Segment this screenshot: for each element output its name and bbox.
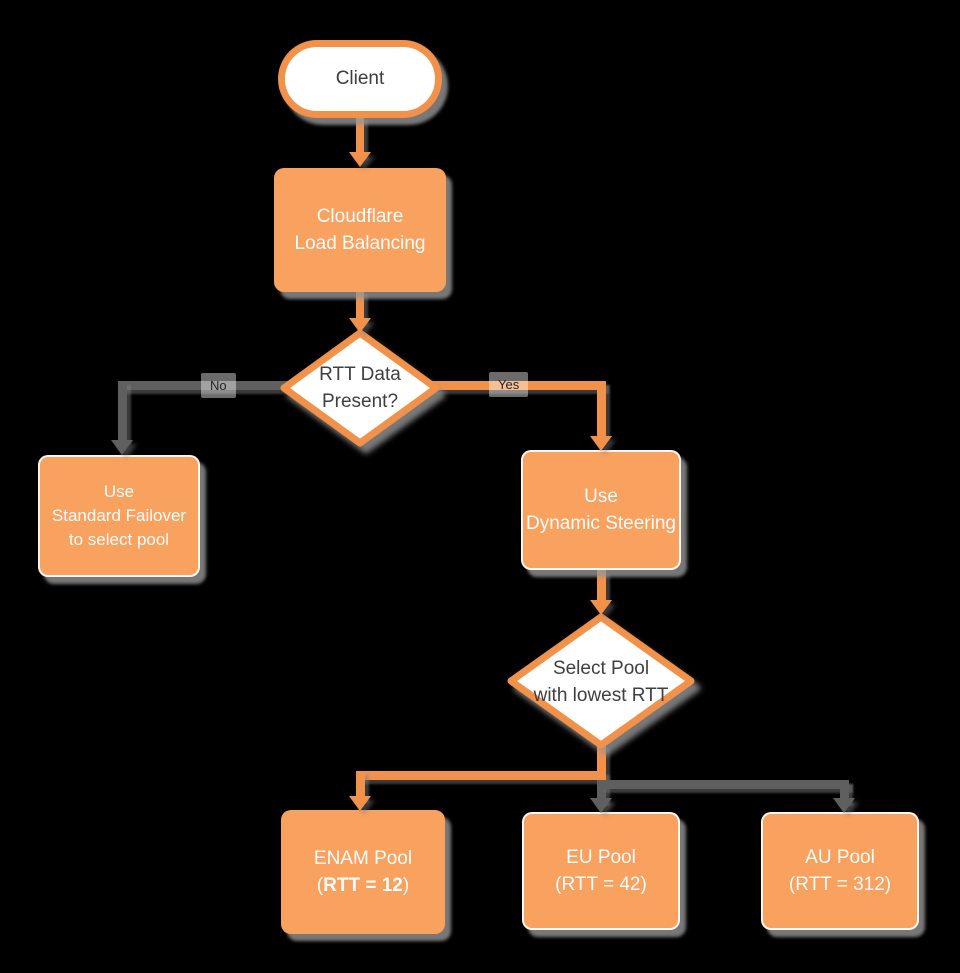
enam-rtt-close: ) — [402, 875, 410, 896]
node-client: Client — [278, 40, 442, 118]
edge-label-no: No — [201, 373, 236, 398]
arrowhead-dynamic-to-selectpool — [590, 600, 612, 615]
arrowhead-to-au — [833, 798, 855, 813]
arrowhead-yes-to-dynamic — [590, 436, 612, 451]
rtt-decision-line2: Present? — [321, 391, 399, 412]
au-pool-rtt: (RTT = 312) — [789, 871, 891, 898]
node-rtt-decision-shape — [280, 329, 440, 447]
node-cloudflare-line2: Load Balancing — [294, 233, 426, 254]
au-rtt-value: RTT = 312 — [795, 874, 885, 895]
select-pool-line2: with lowest RTT — [533, 685, 669, 706]
node-client-label: Client — [335, 68, 385, 89]
edge-to-au-vertical — [840, 780, 849, 802]
edge-to-eu-vertical — [597, 780, 606, 802]
au-rtt-close: ) — [884, 874, 892, 895]
edge-to-enam-vertical — [356, 771, 365, 799]
arrowhead-client-to-cloudflare — [349, 152, 371, 167]
arrowhead-no-to-failover — [111, 440, 133, 455]
edge-yes-vertical — [597, 381, 606, 437]
enam-pool-name: ENAM Pool — [313, 848, 413, 869]
dynamic-steering-line2: Dynamic Steering — [526, 513, 676, 534]
eu-rtt-close: ) — [640, 874, 647, 895]
node-cloudflare-load-balancing: Cloudflare Load Balancing — [274, 168, 446, 292]
eu-pool-rtt: (RTT = 42) — [555, 871, 647, 898]
edge-to-au-horizontal — [601, 780, 849, 789]
edge-no-horizontal — [122, 381, 294, 390]
node-enam-pool: ENAM Pool (RTT = 12) — [281, 810, 445, 934]
standard-failover-line2: Standard Failover — [51, 506, 187, 525]
edge-to-enam-horizontal — [356, 771, 606, 780]
eu-rtt-open: ( — [555, 874, 562, 895]
edge-label-yes: Yes — [489, 372, 529, 397]
edge-dynamic-to-selectpool — [597, 570, 606, 602]
au-rtt-open: ( — [788, 874, 796, 895]
arrowhead-to-eu — [590, 798, 612, 813]
standard-failover-line3: to select pool — [68, 530, 170, 549]
edge-cloudflare-to-decision — [356, 290, 364, 322]
enam-rtt-open: ( — [316, 875, 324, 896]
node-au-pool: AU Pool (RTT = 312) — [761, 812, 919, 930]
edge-selectpool-down — [597, 744, 606, 780]
au-pool-name: AU Pool — [805, 847, 875, 868]
select-pool-line1: Select Pool — [552, 658, 650, 679]
node-cloudflare-line1: Cloudflare — [316, 206, 404, 227]
edge-no-vertical — [118, 381, 127, 441]
edge-client-to-cloudflare — [356, 116, 364, 156]
eu-pool-name: EU Pool — [566, 847, 636, 868]
eu-rtt-value: RTT = 42 — [561, 874, 641, 895]
arrowhead-to-enam — [349, 796, 371, 811]
standard-failover-line1: Use — [103, 482, 135, 501]
node-select-pool-label: Select Pool with lowest RTT — [516, 655, 686, 709]
edge-yes-horizontal — [430, 381, 605, 390]
dynamic-steering-line1: Use — [584, 486, 618, 507]
node-select-pool-shape — [507, 613, 695, 749]
enam-pool-rtt: (RTT = 12) — [317, 872, 409, 899]
enam-rtt-value: RTT = 12 — [323, 875, 403, 896]
node-eu-pool: EU Pool (RTT = 42) — [522, 812, 680, 930]
rtt-decision-line1: RTT Data — [319, 364, 401, 385]
node-rtt-decision-label: RTT Data Present? — [290, 361, 430, 415]
node-dynamic-steering: Use Dynamic Steering — [521, 450, 681, 570]
arrowhead-cloudflare-to-decision — [349, 318, 371, 333]
node-standard-failover: Use Standard Failover to select pool — [38, 455, 200, 577]
